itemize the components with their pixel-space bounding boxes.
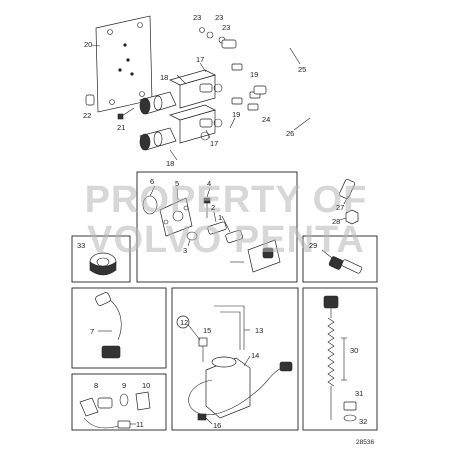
callout-27: 27	[336, 203, 344, 212]
fittings-and-hoses	[91, 27, 359, 225]
callout-17-upper: 17	[196, 55, 204, 64]
callout-10: 10	[142, 381, 150, 390]
detail-box-cable	[71, 287, 167, 369]
callout-24: 24	[262, 115, 270, 124]
callout-21: 21	[117, 123, 125, 132]
detail-box-probe	[302, 287, 378, 431]
callout-5: 5	[175, 179, 179, 188]
detail-box-flange	[136, 171, 298, 283]
temperature-sensor	[321, 249, 363, 274]
svg-text:12: 12	[180, 318, 188, 327]
callout-25: 25	[298, 65, 306, 74]
svg-text:PROPERTY OF: PROPERTY OF	[85, 179, 368, 221]
detail-box-tape	[71, 235, 131, 283]
callout-8: 8	[94, 381, 98, 390]
callout-23-a: 23	[193, 13, 201, 22]
callout-33: 33	[77, 241, 85, 250]
callout-28: 28	[332, 217, 340, 226]
callout-12-circled: 12	[176, 315, 190, 329]
callout-6: 6	[150, 177, 154, 186]
callout-14: 14	[251, 351, 259, 360]
callout-19-upper: 19	[250, 70, 258, 79]
callout-4: 4	[207, 179, 211, 188]
callout-18-upper: 18	[160, 73, 168, 82]
callout-15: 15	[203, 326, 211, 335]
callout-23-c: 23	[222, 23, 230, 32]
callout-labels: 20 22 21 18 18 17 17 23 23 23 19 19 24 2…	[77, 13, 367, 430]
callout-32: 32	[359, 417, 367, 426]
svg-text:VOLVO PENTA: VOLVO PENTA	[87, 219, 365, 261]
callout-22: 22	[83, 111, 91, 120]
callout-31: 31	[355, 389, 363, 398]
callout-29: 29	[309, 241, 317, 250]
callout-3: 3	[183, 246, 187, 255]
callout-20: 20	[84, 40, 92, 49]
callout-9: 9	[122, 381, 126, 390]
connector-kit	[79, 391, 151, 429]
callout-26: 26	[286, 129, 294, 138]
detail-box-tank	[171, 287, 299, 431]
insulating-tape	[89, 252, 117, 276]
callout-11: 11	[136, 420, 144, 429]
reservoir-tank	[185, 305, 293, 425]
callout-1: 1	[218, 213, 222, 222]
watermark: PROPERTY OF VOLVO PENTA	[85, 179, 368, 261]
callout-30: 30	[350, 346, 358, 355]
detail-box-connector	[71, 373, 167, 431]
level-probe	[323, 295, 357, 422]
solenoid-valve-lower	[139, 104, 223, 151]
flange-assembly	[142, 185, 281, 273]
callout-23-b: 23	[215, 13, 223, 22]
callout-7: 7	[90, 327, 94, 336]
callout-13: 13	[255, 326, 263, 335]
cable-harness	[95, 292, 122, 359]
callout-2: 2	[211, 203, 215, 212]
callout-16: 16	[213, 421, 221, 430]
reference-number: 28536	[356, 439, 374, 446]
callout-17-lower: 17	[210, 139, 218, 148]
callout-18-lower: 18	[166, 159, 174, 168]
detail-box-sensor	[302, 235, 378, 283]
callout-19-lower: 19	[232, 110, 240, 119]
